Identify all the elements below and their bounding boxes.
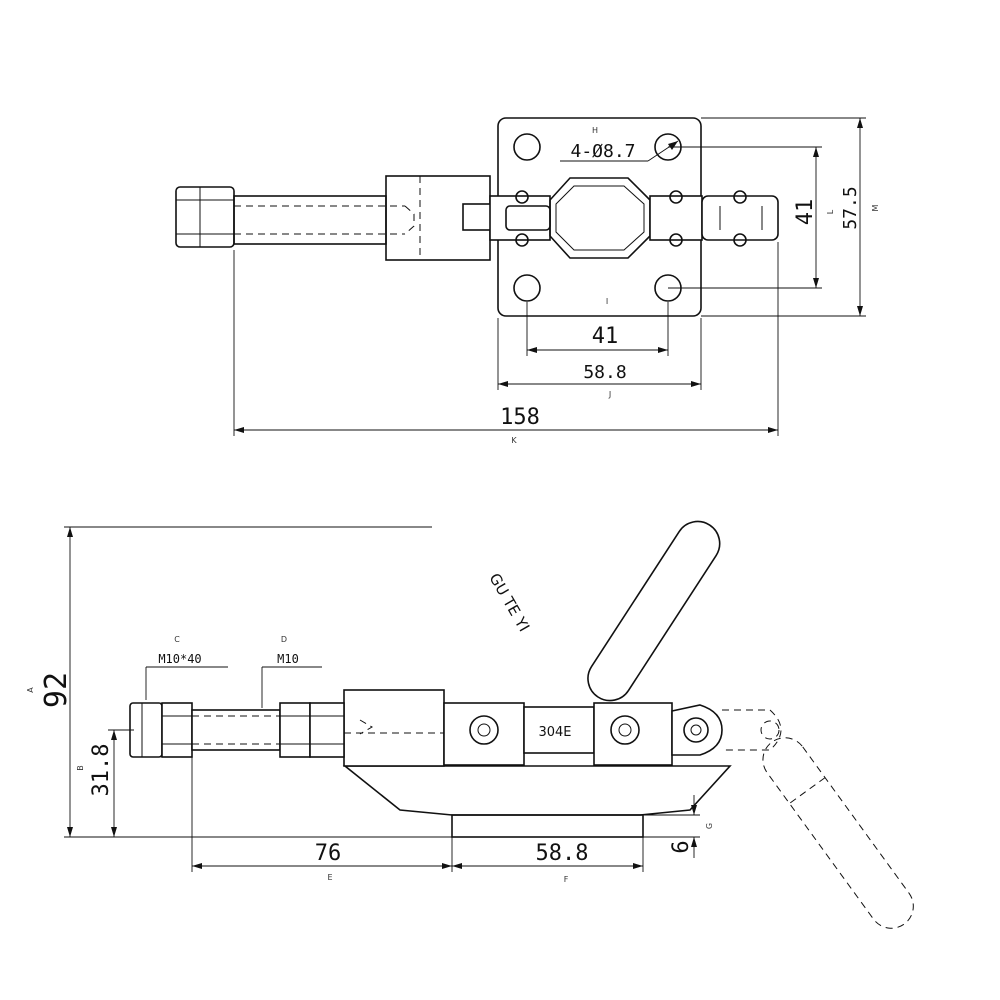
dim-letter-i: I [606, 297, 608, 306]
dim-letter-h: H [592, 126, 598, 135]
model-mark: 304E [538, 725, 571, 740]
handle-end [701, 195, 779, 241]
dim-k-value: 158 [500, 405, 540, 430]
dim-letter-k: K [511, 436, 517, 445]
dim-letter-b: B [76, 765, 85, 771]
link-plate [443, 702, 525, 766]
dim-m-value: 57.5 [840, 186, 861, 229]
handle-lowered [762, 737, 914, 929]
plunger-rod [233, 195, 387, 245]
threaded-rod [191, 709, 281, 751]
dim-letter-f: F [564, 875, 569, 884]
cap-nut [129, 702, 163, 758]
side-base-plate [451, 814, 644, 838]
side-view: GU TE YI 304E [26, 520, 914, 929]
front-nut [161, 702, 193, 758]
mount-hole [513, 274, 541, 302]
dim-i-value: 41 [592, 324, 619, 349]
dim-letter-j: J [608, 390, 611, 399]
dim-letter-m: M [871, 204, 880, 211]
dim-letter-a: A [26, 687, 35, 693]
handle-raised [587, 520, 721, 702]
dim-g-value: 6 [669, 840, 694, 853]
mount-hole [513, 133, 541, 161]
jam-nut [309, 702, 345, 758]
note-letter-c: C [174, 635, 180, 644]
guide-block-side [343, 689, 445, 767]
link-plate-2 [593, 702, 673, 766]
dim-b-value: 31.8 [89, 744, 114, 797]
dim-e-value: 76 [315, 841, 342, 866]
handle-brand: GU TE YI [485, 570, 533, 635]
dim-letter-e: E [327, 873, 332, 882]
dim-l-value: 41 [793, 199, 818, 226]
hole-note: 4-Ø8.7 [570, 141, 635, 162]
clamp-body [342, 765, 732, 816]
dim-a-value: 92 [39, 672, 74, 708]
note-c: M10*40 [158, 652, 201, 666]
dim-letter-g: G [705, 823, 714, 829]
note-d: M10 [277, 652, 299, 666]
dim-j-value: 58.8 [583, 362, 626, 383]
hex-nut [175, 186, 235, 248]
link-body [549, 177, 651, 259]
note-letter-d: D [281, 635, 287, 644]
top-view: H 4-Ø8.7 I 41 58.8 J 158 K 41 L [175, 117, 880, 445]
dim-letter-l: L [826, 209, 835, 214]
dim-f-value: 58.8 [536, 841, 589, 866]
lock-nut [279, 702, 311, 758]
